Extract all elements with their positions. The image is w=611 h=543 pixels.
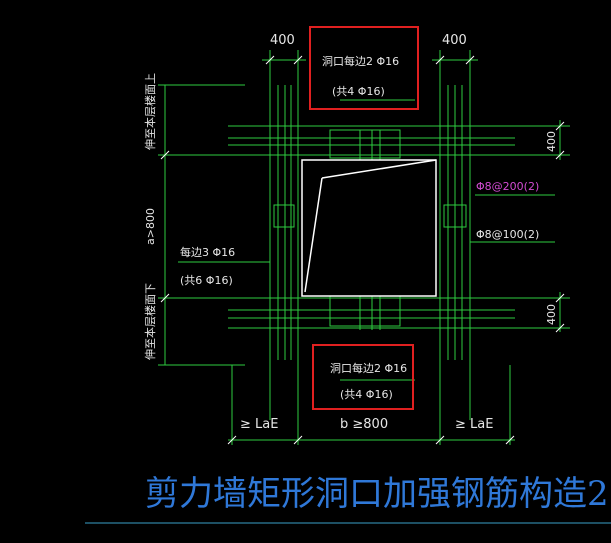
top-left-dim-label: 400 — [270, 33, 295, 48]
dimension-ticks — [160, 55, 565, 445]
left-top-note: 伸至本层楼面上 — [143, 73, 157, 150]
bottom-right-dim-label: ≥ LaE — [455, 417, 493, 432]
right-upper-dim-label: 400 — [545, 131, 558, 152]
top-box-label-1: 洞口每边2 Φ16 — [322, 54, 399, 68]
drawing-title: 剪力墙矩形洞口加强钢筋构造2 — [145, 474, 609, 514]
stirrup-label-white: Φ8@100(2) — [476, 228, 539, 241]
top-right-dim-label: 400 — [442, 33, 467, 48]
top-box-label-2: (共4 Φ16) — [332, 85, 385, 98]
top-highlight-box — [309, 26, 419, 110]
side-bars-label-1: 每边3 Φ16 — [180, 245, 235, 259]
wall-opening — [301, 159, 437, 297]
bottom-highlight-box — [312, 344, 414, 410]
stirrup-label-magenta: Φ8@200(2) — [476, 180, 539, 193]
left-bottom-note: 伸至本层楼面下 — [143, 283, 157, 360]
bottom-center-dim-label: b ≥800 — [340, 417, 388, 432]
left-height-dim-label: a>800 — [144, 208, 157, 245]
bottom-left-dim-label: ≥ LaE — [240, 417, 278, 432]
rebar-lines — [158, 50, 570, 445]
side-bars-label-2: (共6 Φ16) — [180, 274, 233, 287]
bottom-box-label-1: 洞口每边2 Φ16 — [330, 361, 407, 375]
right-lower-dim-label: 400 — [545, 304, 558, 325]
bottom-box-label-2: (共4 Φ16) — [340, 388, 393, 401]
